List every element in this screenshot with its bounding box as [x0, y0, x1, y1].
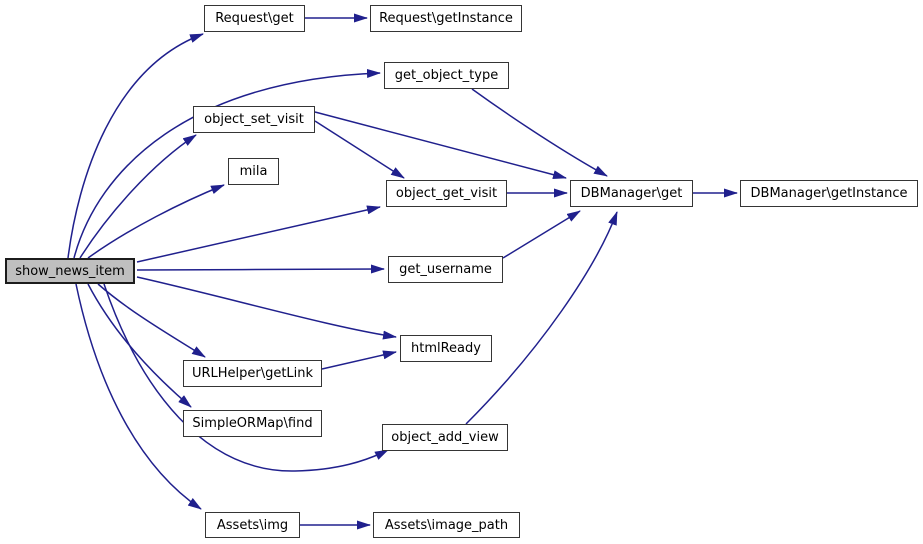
- edge-show_news_item-to-object_add_view: [103, 283, 389, 472]
- edge-show_news_item-to-request_get: [67, 33, 204, 259]
- edge-show_news_item-to-urlhelper_getlink: [97, 283, 206, 358]
- node-assets_img[interactable]: Assets\img: [205, 512, 300, 538]
- node-label-htmlready: htmlReady: [411, 341, 481, 356]
- node-label-dbmanager_get: DBManager\get: [580, 186, 683, 201]
- edge-object_set_visit-to-object_get_visit: [314, 120, 405, 179]
- edge-show_news_item-to-object_set_visit: [79, 134, 197, 259]
- node-label-simpleormap_find: SimpleORMap\find: [192, 416, 313, 431]
- node-assets_image_path[interactable]: Assets\image_path: [373, 512, 520, 538]
- edge-show_news_item-to-simpleormap_find: [87, 283, 192, 408]
- node-label-object_add_view: object_add_view: [391, 430, 499, 445]
- node-request_get[interactable]: Request\get: [204, 5, 305, 32]
- node-label-request_getinstance: Request\getInstance: [379, 11, 513, 26]
- node-label-assets_image_path: Assets\image_path: [384, 517, 509, 533]
- node-dbmanager_get[interactable]: DBManager\get: [570, 180, 693, 207]
- node-label-mila: mila: [239, 164, 268, 179]
- node-object_set_visit[interactable]: object_set_visit: [193, 106, 315, 133]
- node-request_getinstance[interactable]: Request\getInstance: [370, 5, 522, 32]
- edge-show_news_item-to-object_get_visit: [136, 205, 381, 263]
- edge-object_set_visit-to-dbmanager_get: [314, 111, 567, 180]
- node-simpleormap_find[interactable]: SimpleORMap\find: [183, 410, 322, 437]
- edge-object_add_view-to-dbmanager_get: [465, 211, 618, 425]
- edge-show_news_item-to-mila: [87, 184, 225, 259]
- node-label-object_get_visit: object_get_visit: [395, 186, 498, 201]
- edge-get_object_type-to-dbmanager_get: [471, 88, 608, 177]
- node-label-object_set_visit: object_set_visit: [204, 112, 304, 127]
- edge-show_news_item-to-htmlready: [136, 276, 397, 340]
- node-label-urlhelper_getlink: URLHelper\getLink: [191, 366, 314, 381]
- node-object_add_view[interactable]: object_add_view: [382, 424, 508, 451]
- node-label-get_object_type: get_object_type: [394, 68, 499, 83]
- node-urlhelper_getlink[interactable]: URLHelper\getLink: [183, 360, 322, 387]
- node-label-show_news_item: show_news_item: [15, 263, 125, 279]
- edge-show_news_item-to-assets_img: [75, 283, 202, 510]
- node-label-get_username: get_username: [399, 262, 492, 277]
- node-label-assets_img: Assets\img: [216, 517, 289, 533]
- node-label-dbmanager_getinstance: DBManager\getInstance: [750, 186, 908, 201]
- node-label-request_get: Request\get: [215, 11, 294, 26]
- node-dbmanager_getinstance[interactable]: DBManager\getInstance: [740, 180, 918, 207]
- edge-show_news_item-to-get_object_type: [73, 68, 381, 259]
- node-mila[interactable]: mila: [228, 158, 279, 185]
- edge-get_username-to-dbmanager_get: [502, 210, 581, 259]
- node-get_object_type[interactable]: get_object_type: [384, 62, 509, 89]
- edge-show_news_item-to-get_username: [136, 264, 385, 274]
- node-object_get_visit[interactable]: object_get_visit: [386, 180, 507, 207]
- node-htmlready[interactable]: htmlReady: [400, 335, 492, 362]
- node-show_news_item: show_news_item: [5, 258, 135, 284]
- edge-urlhelper_getlink-to-htmlready: [321, 350, 397, 370]
- node-get_username[interactable]: get_username: [388, 256, 503, 283]
